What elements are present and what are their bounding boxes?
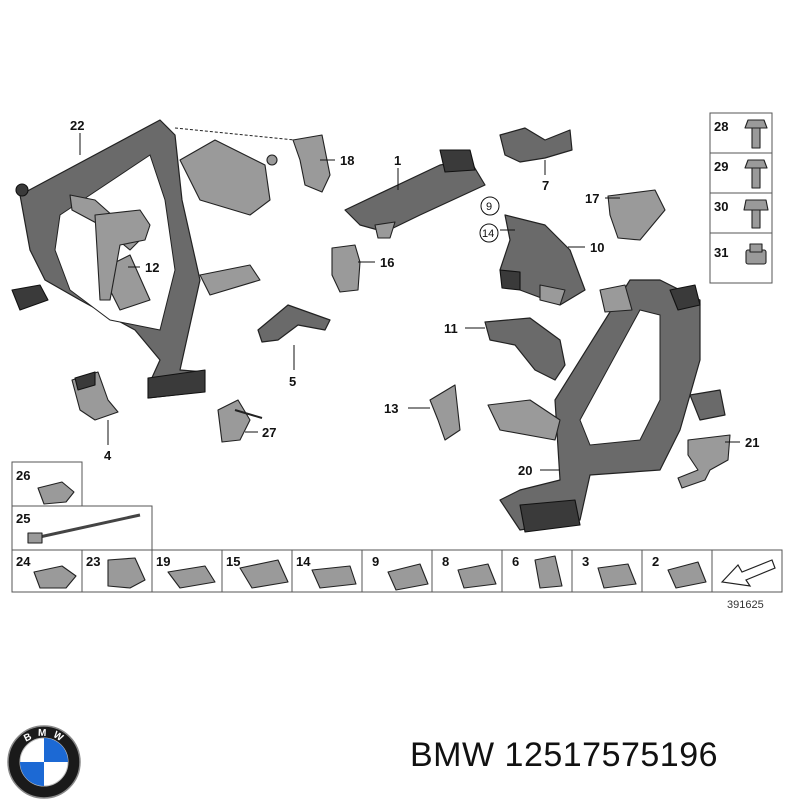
callout-11: 11 [444,321,458,336]
callout-14: 14 [482,228,494,240]
fastener-28-label: 28 [714,119,728,134]
callout-4: 4 [104,448,112,463]
callout-circle-9 [480,196,500,216]
clip-icon [167,565,216,589]
callout-10: 10 [590,240,604,255]
fastener-31-label: 31 [714,245,728,260]
clip-icon [667,561,707,589]
part-11-bracket [484,317,566,381]
callout-20: 20 [518,463,532,478]
reference-number: 391625 [727,599,764,611]
callout-22: 22 [70,118,84,133]
callout-27: 27 [262,425,276,440]
clip-icon [33,565,77,589]
clip-icon [239,559,289,589]
clip-8-label: 8 [442,554,449,569]
clip-23-label: 23 [86,554,100,569]
part-22-bracket [11,119,296,399]
callout-9: 9 [486,201,492,213]
direction-arrow-icon [720,559,776,587]
part-7-clip [499,127,573,163]
clip-15-label: 15 [226,554,240,569]
fastener-30-label: 30 [714,199,728,214]
clip-icon [597,563,637,589]
bmw-logo: BMW [7,725,81,799]
callout-5: 5 [289,374,296,389]
callout-21: 21 [745,435,759,450]
fastener-29-label: 29 [714,159,728,174]
clip-14-label: 14 [296,554,311,569]
clip-row: 24 23 19 15 14 9 8 6 3 2 [11,549,783,593]
nut-icon [745,243,767,265]
clip-19-label: 19 [156,554,170,569]
clip-24-label: 24 [16,554,31,569]
callout-18: 18 [340,153,354,168]
bolt-icon [743,199,769,229]
part-27-connector [217,399,263,443]
part-10-bracket [499,214,586,306]
part-16-bracket [331,244,361,293]
clip-icon [387,563,429,591]
bolt-icon [744,159,768,189]
callout-1: 1 [394,153,401,168]
fastener-legend: 28 29 30 31 [709,112,773,284]
callout-7: 7 [542,178,549,193]
leader-lines [79,133,740,471]
brand-part-number: BMW 12517575196 [410,736,719,774]
part-18-bracket [292,134,331,193]
callout-16: 16 [380,255,394,270]
clip-icon [107,557,146,589]
clip-9-label: 9 [372,554,379,569]
clip-25-label: 25 [16,511,30,526]
part-17-plate [607,189,666,241]
clip-6-label: 6 [512,554,519,569]
clip-icon [534,555,563,589]
part-13-bracket [429,384,461,441]
part-5-bracket [257,304,331,343]
part-1-rail [344,149,486,239]
callout-17: 17 [585,191,599,206]
cable-tie-icon [27,513,141,544]
callout-circle-14 [479,223,499,243]
clip-icon [37,481,75,505]
part-20-frame [487,279,701,533]
part-21-mount [677,389,731,489]
clip-icon [457,563,497,589]
bolt-icon [744,119,768,149]
clip-2-label: 2 [652,554,659,569]
part-12-bracket [94,209,151,301]
left-legend: 26 25 [11,461,153,551]
part-4-clip [71,371,119,421]
clip-icon [311,565,357,589]
clip-26-label: 26 [16,468,30,483]
clip-3-label: 3 [582,554,589,569]
callout-13: 13 [384,401,398,416]
callout-12: 12 [145,260,159,275]
